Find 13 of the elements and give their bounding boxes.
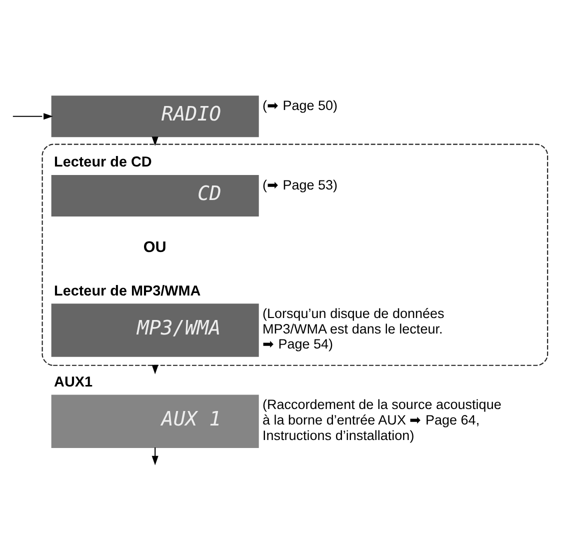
node-label: (➡ Page 53) bbox=[262, 176, 338, 192]
node-box: AUX 1 bbox=[51, 394, 259, 448]
node-label: (Lorsqu’un disque de données MP3/WMA est dans le lecteur. ➡ Page 54) bbox=[262, 306, 444, 352]
node-box: MP3/WMA bbox=[51, 303, 259, 356]
node-label: AUX1 bbox=[54, 374, 93, 390]
arrow bbox=[12, 112, 53, 120]
node-label: Lecteur de CD bbox=[54, 154, 152, 170]
node-label: Lecteur de MP3/WMA bbox=[54, 282, 201, 299]
node-label: (Raccordement de la source acoustique à la borne d’entrée AUX ➡ Page 64, Instructions d’installation) bbox=[262, 396, 502, 442]
label: OU bbox=[143, 238, 166, 256]
node-box: CD bbox=[51, 174, 259, 216]
node-label: (➡ Page 50) bbox=[262, 98, 338, 113]
cluster bbox=[42, 143, 548, 366]
